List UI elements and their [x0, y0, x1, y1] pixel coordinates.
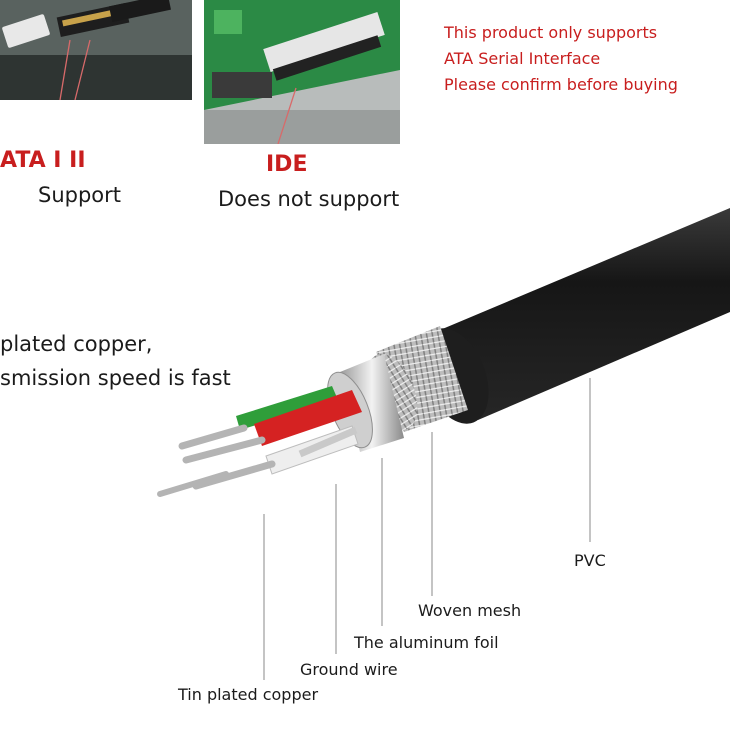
sata-status: Support: [38, 183, 122, 207]
bare-copper-strands: [157, 424, 276, 497]
ide-connector-illustration: [204, 0, 400, 144]
label-ground-wire: Ground wire: [300, 660, 398, 679]
notice-line-3: Please confirm before buying: [444, 75, 678, 94]
red-wire: [254, 390, 362, 446]
leader-lines: [263, 378, 591, 680]
feature-line-2: smission speed is fast: [0, 366, 231, 390]
label-tin-plated-copper: Tin plated copper: [178, 685, 319, 704]
label-woven-mesh: Woven mesh: [418, 601, 522, 620]
sata-label: ATA I II: [0, 148, 86, 173]
ide-label: IDE: [266, 152, 308, 177]
notice-line-2: ATA Serial Interface: [444, 49, 601, 68]
ide-status: Does not support: [218, 187, 400, 211]
notice-line-1: This product only supports: [444, 23, 658, 42]
label-pvc: PVC: [574, 551, 606, 570]
ide-drive-photo: [204, 0, 400, 144]
label-aluminum-foil: The aluminum foil: [354, 633, 499, 652]
sata-drive-photo: [0, 0, 192, 100]
sata-connector-illustration: [0, 0, 192, 100]
ground-wire: [298, 426, 358, 458]
feature-line-1: plated copper,: [0, 332, 153, 356]
green-wire: [236, 386, 338, 430]
